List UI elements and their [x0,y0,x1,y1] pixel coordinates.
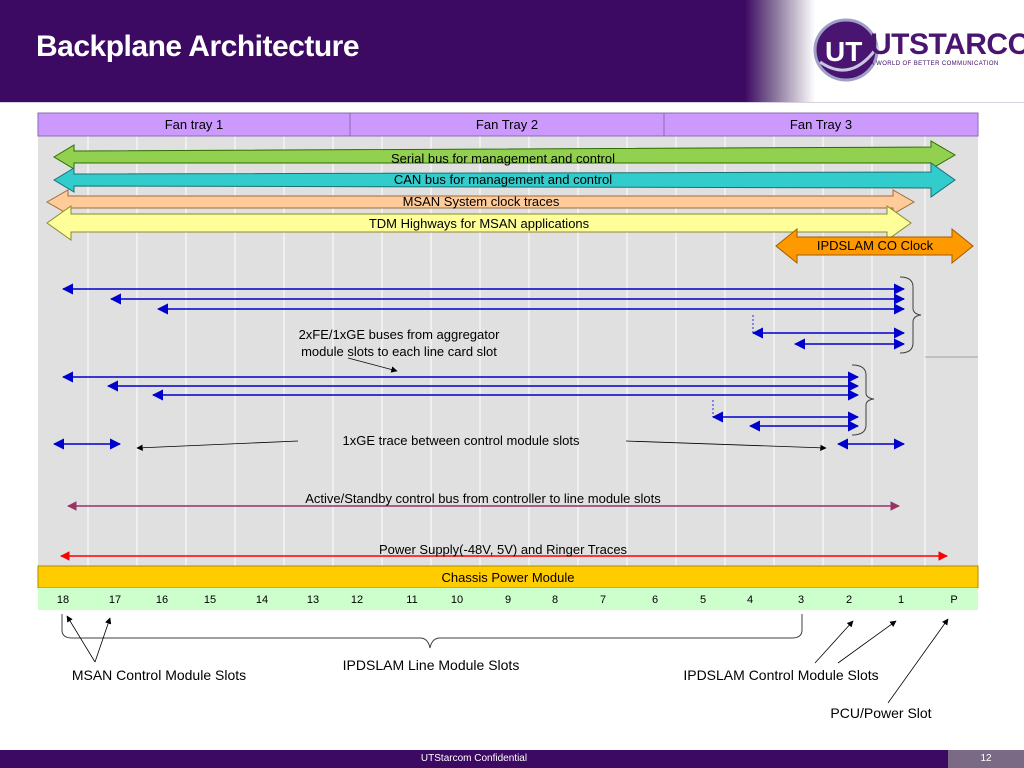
serial-bus-label: Serial bus for management and control [391,151,615,166]
ipdslam-line-slots-label: IPDSLAM Line Module Slots [343,657,520,673]
msan-pointer-18 [66,615,96,663]
ipdslam-clock-arrow [775,227,974,265]
logo-wordmark: UTSTARCOMTM [870,28,1024,61]
slot-number: 17 [109,594,121,606]
page-number: 12 [948,750,1024,768]
slot-number: 5 [700,594,706,606]
slot-number: 15 [204,594,216,606]
can-bus-label: CAN bus for management and control [394,172,612,187]
footer-confidential: UTStarcom Confidential [420,753,528,764]
fe-ge-brace-2 [851,364,875,436]
company-logo: UT UTSTARCOMTM A WORLD OF BETTER COMMUNI… [812,16,1024,90]
slot-number: 14 [256,594,268,606]
slot-number: 7 [600,594,606,606]
fan-tray-2-label: Fan Tray 2 [476,117,538,132]
slot-number: 6 [652,594,658,606]
fan-tray-3 [663,112,979,137]
slot-number: 9 [505,594,511,606]
backplane-diagram: Fan tray 1 Fan Tray 2 Fan Tray 3 Serial … [37,112,979,721]
fe-ge-bus-group-1 [61,283,906,350]
slot-numbers: 18 17 16 15 14 13 12 11 10 9 8 7 6 5 4 3… [57,594,958,606]
slot-number: 3 [798,594,804,606]
slot-number: 13 [307,594,319,606]
logo-swoosh-icon: UT [813,18,880,82]
svg-text:UT: UT [825,36,862,67]
active-standby-label: Active/Standby control bus from controll… [305,491,661,506]
serial-bus-arrow [53,140,956,170]
title-bar: Backplane Architecture [0,0,745,102]
chassis-power-label: Chassis Power Module [442,570,575,585]
fan-tray-3-label: Fan Tray 3 [790,117,852,132]
page-title: Backplane Architecture [36,30,360,63]
ipdslam-pointer-1 [837,620,897,664]
fe-ge-label-line2: module slots to each line card slot [301,344,497,359]
msan-control-slots-label: MSAN Control Module Slots [72,667,246,683]
slot-number: 4 [747,594,753,606]
slot-number: 8 [552,594,558,606]
slot-number: 16 [156,594,168,606]
ge-trace-pointer-right [625,440,827,451]
slot-number: P [950,594,957,606]
fe-ge-brace-1 [899,276,922,354]
tdm-bus-label: TDM Highways for MSAN applications [369,216,590,231]
power-supply-label: Power Supply(-48V, 5V) and Ringer Traces [379,542,628,557]
slot-number: 11 [406,594,417,606]
can-bus-arrow [53,162,956,198]
slot-number: 12 [351,594,363,606]
slot-number: 18 [57,594,69,606]
tdm-bus-arrow [46,205,912,241]
pcu-pointer [887,618,949,704]
header-divider [0,102,1024,103]
slot-number-strip [38,588,978,610]
ge-trace-label: 1xGE trace between control module slots [342,433,580,448]
fe-ge-bus-group-2 [61,371,860,432]
fan-tray-1-label: Fan tray 1 [165,117,224,132]
title-bar-gradient [745,0,815,102]
ipdslam-control-slots-label: IPDSLAM Control Module Slots [683,667,878,683]
logo-tagline: A WORLD OF BETTER COMMUNICATION [870,61,999,67]
ipdslam-pointer-2 [814,620,854,664]
slot-number: 2 [846,594,852,606]
footer-bar: UTStarcom Confidential 12 [0,750,1024,768]
pcu-power-slot-label: PCU/Power Slot [830,705,931,721]
clock-bus-label: MSAN System clock traces [403,194,560,209]
ge-trace-pointer-left [136,440,299,451]
ipdslam-clock-label: IPDSLAM CO Clock [817,238,934,253]
slot-number: 1 [898,594,904,606]
slot-number: 10 [451,594,463,606]
msan-pointer-17 [94,617,112,663]
fe-ge-label-line1: 2xFE/1xGE buses from aggregator [299,327,501,342]
fe-ge-pointer [347,357,398,373]
line-module-brace [61,614,803,649]
